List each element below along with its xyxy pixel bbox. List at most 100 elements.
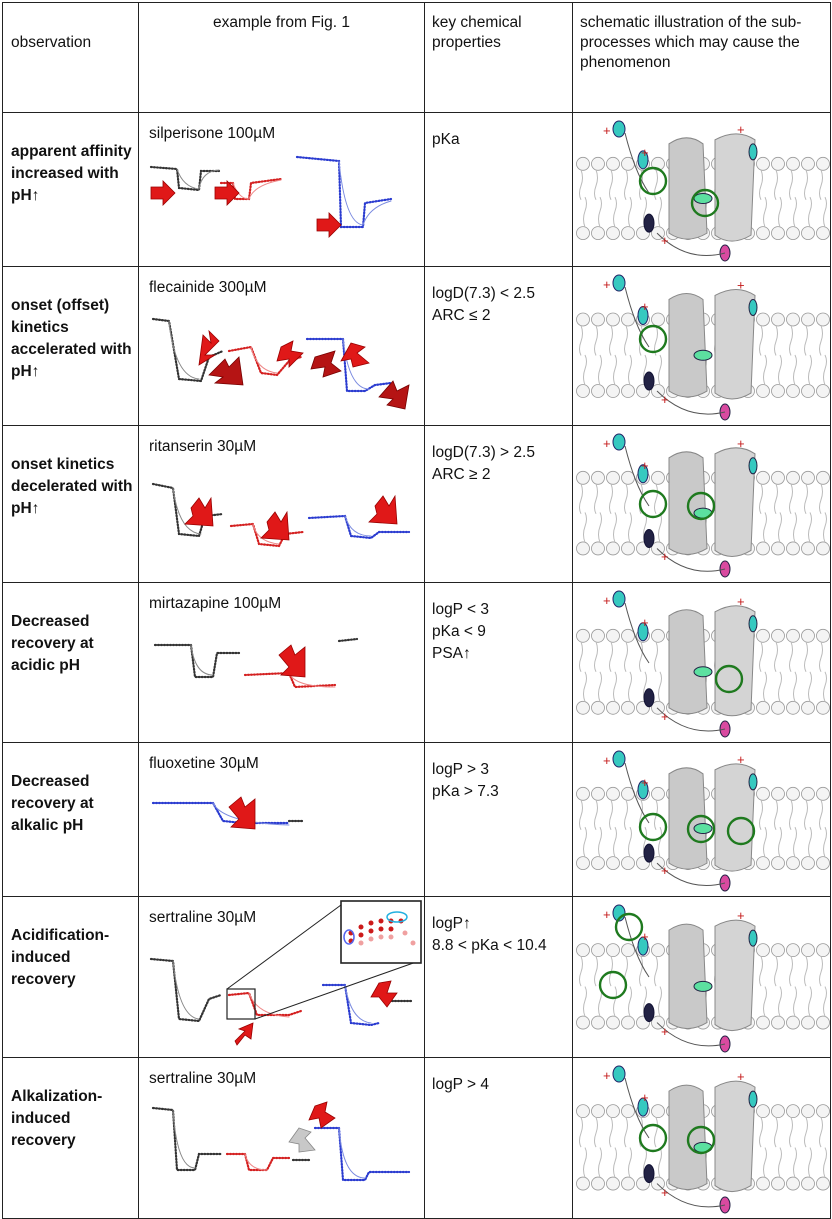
channel-protein <box>668 1080 756 1193</box>
svg-text:+: + <box>737 594 745 609</box>
property-line: pKa > 7.3 <box>432 783 499 800</box>
table-row: Acidification-induced recovery sertralin… <box>2 896 831 1058</box>
highlight-circle <box>614 912 644 942</box>
highlight-circle <box>598 970 628 1000</box>
property-line: PSA↑ <box>432 645 471 662</box>
observation-cell: onset kinetics decelerated with pH↑ <box>2 425 139 583</box>
example-trace-plot <box>151 317 410 410</box>
example-title: silperisone 100µM <box>149 125 276 142</box>
highlight-circle <box>690 188 720 218</box>
channel-protein <box>668 447 756 557</box>
table-row: onset kinetics decelerated with pH↑ rita… <box>2 425 831 583</box>
svg-text:+: + <box>661 392 669 407</box>
membrane-schematic: + + + + <box>576 904 830 1053</box>
observation-cell: Alkalization-induced recovery <box>2 1057 139 1219</box>
table-row: Decreased recovery at alkalic pH fluoxet… <box>2 742 831 897</box>
svg-text:+: + <box>661 1185 669 1200</box>
svg-text:+: + <box>641 145 649 160</box>
example-title: sertraline 30µM <box>149 1070 257 1087</box>
highlight-circle <box>638 166 668 196</box>
membrane-schematic: ++++ <box>576 120 830 262</box>
properties-cell: logP↑ 8.8 < pKa < 10.4 <box>424 896 573 1058</box>
svg-text:+: + <box>603 593 611 608</box>
example-title: mirtazapine 100µM <box>149 595 282 612</box>
highlight-circle <box>726 816 756 846</box>
svg-text:+: + <box>737 908 745 923</box>
highlight-circle <box>638 324 668 354</box>
property-line: logD(7.3) < 2.5 <box>432 285 535 302</box>
highlight-circle <box>686 814 716 844</box>
property-line: 8.8 < pKa < 10.4 <box>432 937 547 954</box>
property-line: logP > 3 <box>432 761 490 778</box>
property-line: logP > 4 <box>432 1076 490 1093</box>
svg-text:+: + <box>661 709 669 724</box>
properties-cell: logD(7.3) > 2.5 ARC ≥ 2 <box>424 425 573 583</box>
highlight-circle <box>686 491 716 521</box>
schematic-cell: + + + + <box>572 896 831 1058</box>
svg-text:+: + <box>603 277 611 292</box>
example-title: sertraline 30µM <box>149 909 257 926</box>
example-title: fluoxetine 30µM <box>149 755 259 772</box>
channel-protein <box>668 288 756 400</box>
svg-text:+: + <box>641 1090 649 1105</box>
svg-text:+: + <box>603 436 611 451</box>
highlight-circle <box>714 664 744 694</box>
header-example: example from Fig. 1 <box>138 2 425 113</box>
membrane-schematic: ++++ <box>576 750 830 892</box>
membrane-schematic: ++++ <box>576 274 830 421</box>
svg-text:+: + <box>603 753 611 768</box>
table-row: Alkalization-induced recovery sertraline… <box>2 1057 831 1219</box>
property-line: ARC ≥ 2 <box>432 466 491 483</box>
example-cell: sertraline 30µM <box>138 1057 425 1219</box>
membrane-schematic: ++++ <box>576 433 830 578</box>
example-cell: silperisone 100µM <box>138 112 425 267</box>
example-cell: flecainide 300µM <box>138 266 425 426</box>
svg-text:+: + <box>641 775 649 790</box>
properties-cell: logP < 3 pKa < 9 PSA↑ <box>424 582 573 743</box>
svg-text:+: + <box>661 863 669 878</box>
property-line: logP < 3 <box>432 601 490 618</box>
property-line: pKa <box>432 131 460 148</box>
table-row: apparent affinity increased with pH↑ sil… <box>2 112 831 267</box>
observation-cell: Decreased recovery at alkalic pH <box>2 742 139 897</box>
example-trace-plot <box>153 637 359 689</box>
table-row: onset (offset) kinetics accelerated with… <box>2 266 831 426</box>
header-properties: key chemical properties <box>424 2 573 113</box>
table-row: Decreased recovery at acidic pH mirtazap… <box>2 582 831 743</box>
observation-cell: Acidification-induced recovery <box>2 896 139 1058</box>
example-trace-plot <box>151 482 411 548</box>
example-trace-plot <box>149 900 422 1046</box>
svg-text:+: + <box>661 1024 669 1039</box>
example-title: flecainide 300µM <box>149 279 267 296</box>
svg-text:+: + <box>603 907 611 922</box>
property-line: logD(7.3) > 2.5 <box>432 444 535 461</box>
properties-cell: logP > 3 pKa > 7.3 <box>424 742 573 897</box>
highlight-circle <box>638 812 668 842</box>
channel-protein <box>668 763 756 872</box>
properties-cell: logP > 4 <box>424 1057 573 1219</box>
observation-cell: onset (offset) kinetics accelerated with… <box>2 266 139 426</box>
svg-text:+: + <box>661 233 669 248</box>
observation-cell: Decreased recovery at acidic pH <box>2 582 139 743</box>
svg-text:+: + <box>737 122 745 137</box>
schematic-cell: ++++ <box>572 425 831 583</box>
properties-cell: pKa <box>424 112 573 267</box>
property-line: logP↑ <box>432 915 471 932</box>
schematic-cell: ++++ <box>572 742 831 897</box>
property-line: ARC ≤ 2 <box>432 307 491 324</box>
svg-text:+: + <box>641 615 649 630</box>
membrane-bilayer <box>576 786 830 871</box>
example-cell: fluoxetine 30µM <box>138 742 425 897</box>
header-row: observation example from Fig. 1 key chem… <box>2 2 831 113</box>
observation-cell: apparent affinity increased with pH↑ <box>2 112 139 267</box>
highlight-circle <box>638 1123 668 1153</box>
schematic-cell: + + + + <box>572 582 831 743</box>
example-trace-plot <box>149 155 393 238</box>
svg-text:+: + <box>641 929 649 944</box>
highlight-circle <box>686 1125 716 1155</box>
schematic-cell: ++++ <box>572 266 831 426</box>
channel-protein <box>668 919 756 1032</box>
svg-text:+: + <box>603 1068 611 1083</box>
membrane-schematic: ++++ <box>576 1065 830 1214</box>
svg-text:+: + <box>641 299 649 314</box>
